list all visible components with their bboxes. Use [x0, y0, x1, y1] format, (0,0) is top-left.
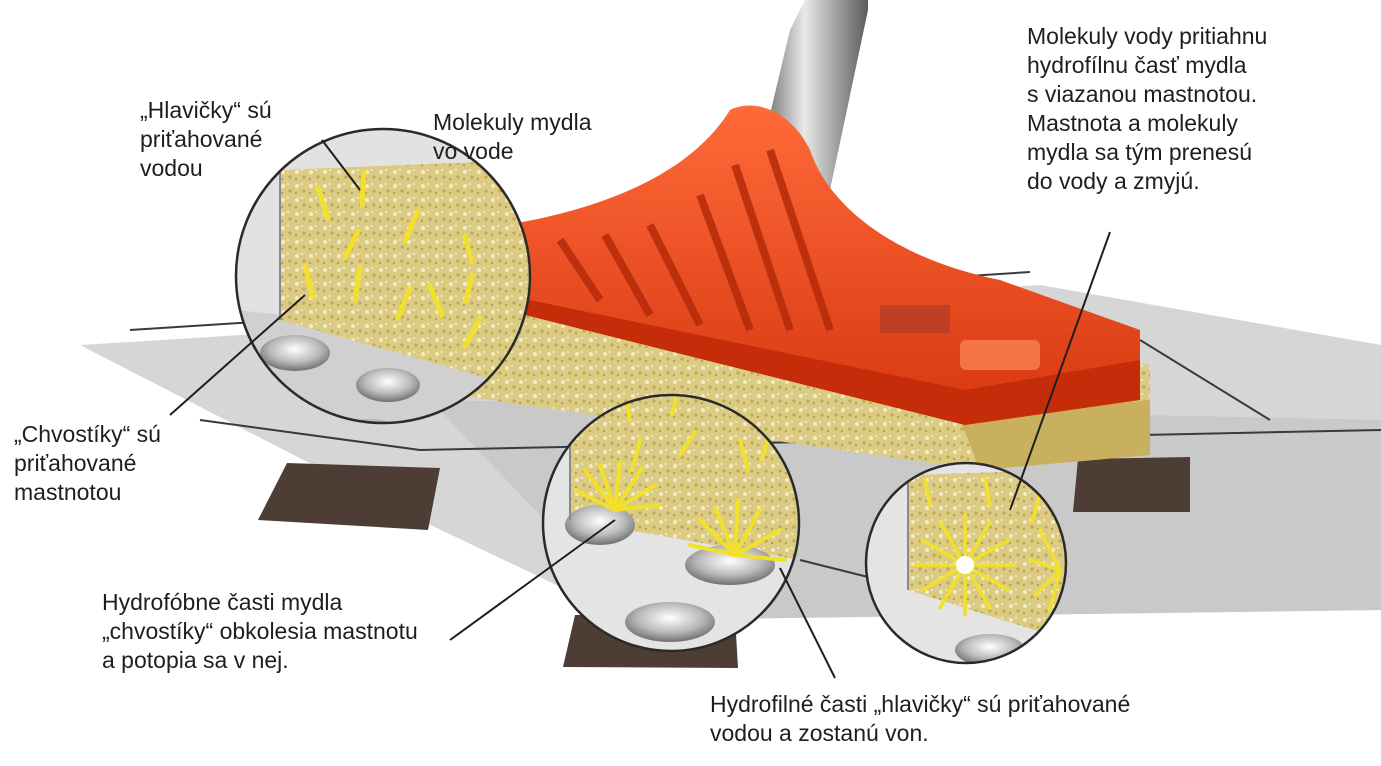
label-hydrophilic-parts: Hydrofilné časti „hlavičky“ sú priťahova…: [710, 690, 1130, 748]
grease-droplet-icon: [260, 335, 330, 371]
label-tails-attracted: „Chvostíky“ sú priťahované mastnotou: [14, 420, 161, 507]
label-heads-attracted: „Hlavičky“ sú priťahované vodou: [140, 96, 272, 183]
grease-droplet-icon: [625, 602, 715, 642]
magnifier-circle-3: [866, 463, 1066, 666]
grease-droplet-icon: [565, 505, 635, 545]
grease-droplet-icon: [356, 368, 420, 402]
label-hydrophobic-parts: Hydrofóbne časti mydla „chvostíky“ obkol…: [102, 588, 418, 675]
label-water-pulls: Molekuly vody pritiahnu hydrofílnu časť …: [1027, 22, 1267, 196]
label-soap-molecules: Molekuly mydla vo vode: [433, 108, 592, 166]
